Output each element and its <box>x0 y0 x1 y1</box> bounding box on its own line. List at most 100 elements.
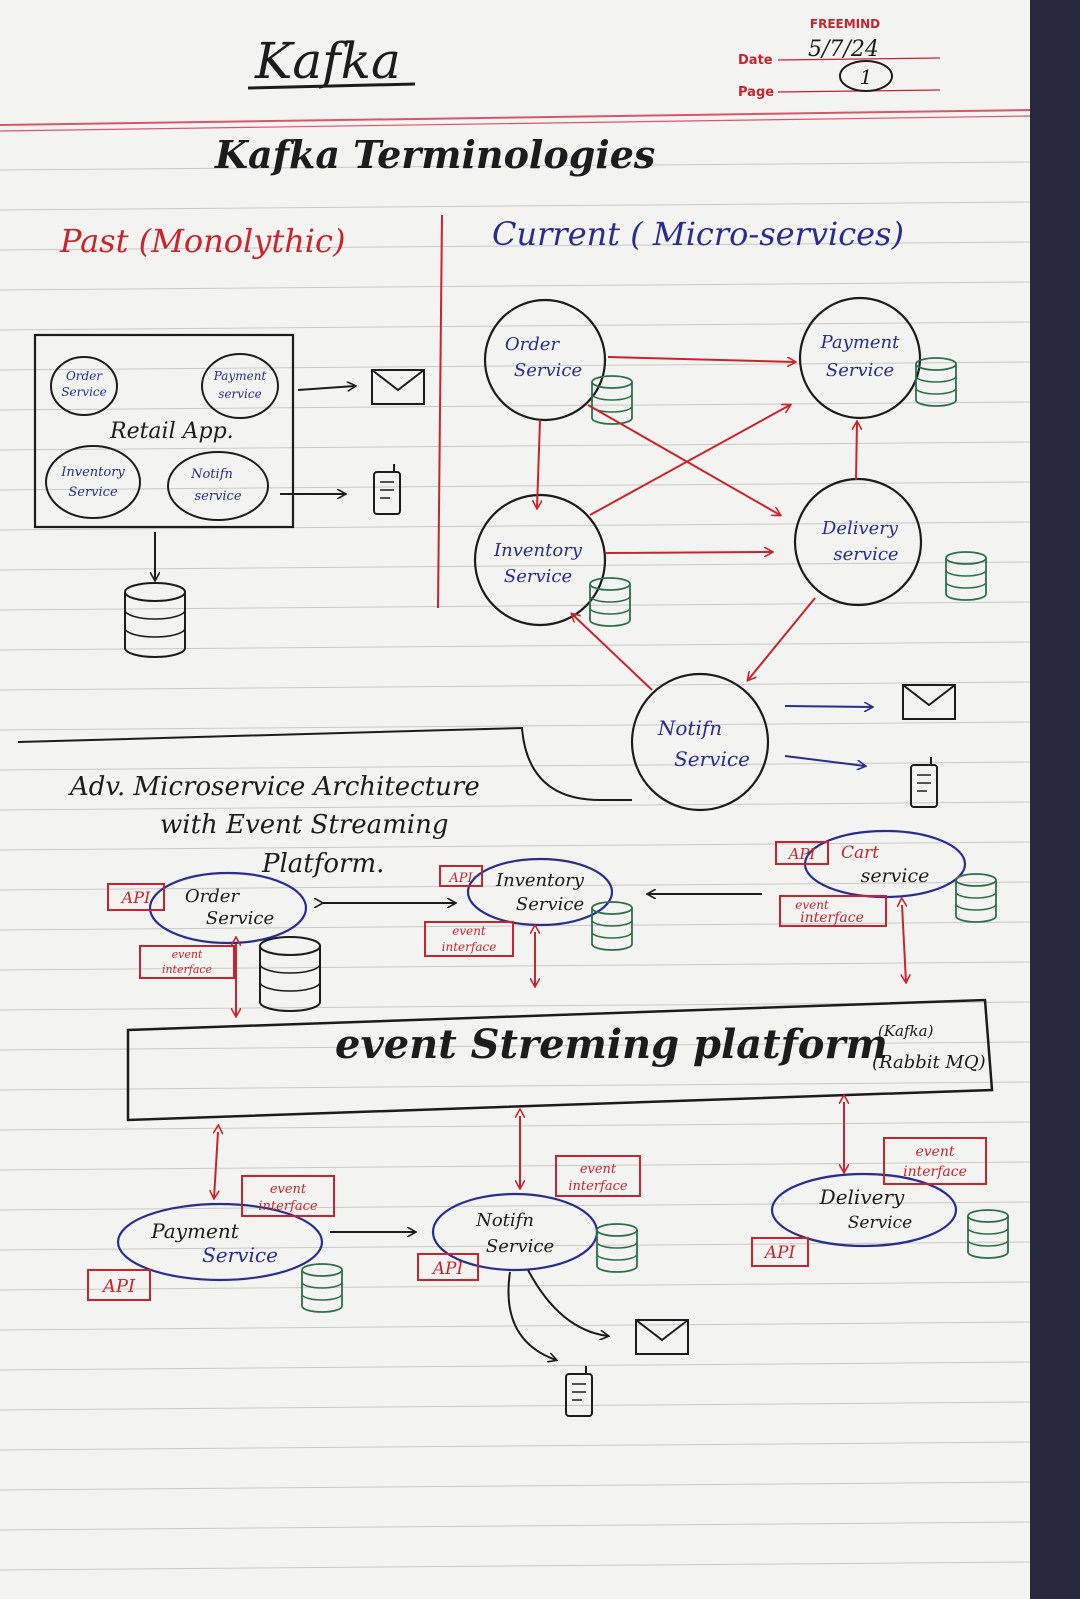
adv-delivery-label: Delivery <box>819 1185 905 1209</box>
mono-payment-label-2: service <box>218 387 261 401</box>
mono-inventory-service <box>45 445 141 519</box>
adv-notification-label-2: Service <box>486 1236 554 1257</box>
header-margin-line-2 <box>0 115 1031 132</box>
ms-delivery-label-2: service <box>833 544 898 565</box>
ms-arrow-order-delivery <box>587 404 780 515</box>
ms-delivery-label: Delivery <box>821 518 899 539</box>
adv-cart-event-label: event <box>795 898 829 912</box>
ruled-line <box>0 1241 1031 1251</box>
adv-cart-api-tag <box>775 841 829 865</box>
adv-order-event-label: event <box>172 948 203 961</box>
ruled-line <box>0 481 1031 491</box>
adv-inventory-event-label: event <box>452 924 486 938</box>
ruled-line <box>0 841 1031 851</box>
mono-payment-label: Payment <box>213 369 267 383</box>
adv-notification-event-tag <box>555 1155 641 1197</box>
ruled-line <box>0 161 1031 171</box>
ms-arrow-inventory-payment <box>589 405 790 516</box>
adv-delivery-api-label: API <box>763 1243 796 1263</box>
adv-notification-event-label-2: interface <box>568 1179 628 1194</box>
mono-order-label-2: Service <box>61 385 107 399</box>
mono-notification-service <box>167 451 269 521</box>
advanced-heading-line2: with Event Streaming <box>160 810 448 840</box>
adv-order-label-2: Service <box>206 908 274 929</box>
mono-order-label: Order <box>66 369 103 383</box>
ruled-line <box>0 1481 1031 1491</box>
page-label: Page <box>738 85 774 100</box>
ms-delivery-service <box>793 477 923 607</box>
ruled-line <box>0 681 1031 691</box>
ms-arrow-inventory-delivery <box>604 552 772 553</box>
event-platform-example-kafka: (Kafka) <box>878 1022 934 1040</box>
adv-inventory-event-label-2: interface <box>442 940 497 954</box>
date-label: Date <box>738 53 773 68</box>
ruled-line <box>0 921 1031 931</box>
adv-order-label: Order <box>185 886 241 907</box>
adv-order-api-tag <box>107 883 165 911</box>
date-value: 5/7/24 <box>808 37 879 62</box>
ruled-line <box>0 1401 1031 1411</box>
adv-payment-api-label: API <box>101 1276 136 1297</box>
adv-payment-event-label-2: interface <box>258 1199 318 1214</box>
ms-payment-label: Payment <box>820 332 901 353</box>
ruled-line <box>0 521 1031 531</box>
adv-notification-api-tag <box>417 1253 479 1281</box>
adv-payment-label-2: Service <box>202 1243 278 1267</box>
ms-notification-label: Notifn <box>657 716 722 740</box>
ms-payment-service <box>798 296 922 420</box>
ms-payment-label-2: Service <box>826 360 894 381</box>
adv-inventory-api-label: API <box>448 871 473 886</box>
page-number-circle <box>839 60 893 92</box>
ms-arrow-notification-inventory <box>572 614 653 691</box>
adv-cart-api-label: API <box>787 845 817 863</box>
adv-notification-event-label: event <box>580 1162 617 1177</box>
adv-delivery-service <box>770 1172 958 1248</box>
advanced-heading-line1: Adv. Microservice Architecture <box>68 772 480 802</box>
ruled-line <box>0 361 1031 371</box>
ruled-line <box>0 1041 1031 1051</box>
microservices-diagram: Order Service Payment Service Inventory … <box>473 296 987 812</box>
ruled-line <box>0 961 1031 971</box>
mono-inventory-label: Inventory <box>60 465 125 480</box>
adv-payment-service <box>116 1202 324 1282</box>
adv-payment-event-tag <box>241 1175 335 1217</box>
ruled-line <box>0 441 1031 451</box>
column-divider <box>437 214 443 609</box>
section-separator <box>17 726 632 801</box>
mono-payment-service <box>201 353 279 419</box>
adv-inventory-label-2: Service <box>516 894 584 915</box>
retail-app-box <box>33 333 295 529</box>
adv-delivery-event-label: event <box>915 1144 954 1160</box>
adv-payment-platform-link <box>214 1132 218 1198</box>
current-heading: Current ( Micro-services) <box>492 215 904 253</box>
ms-arrow-delivery-notification <box>748 597 816 680</box>
ruled-line <box>0 1281 1031 1291</box>
ruled-line <box>0 1521 1031 1531</box>
ruled-line <box>0 641 1031 651</box>
ms-notification-label-2: Service <box>674 747 750 771</box>
mono-notification-label-2: service <box>194 489 241 504</box>
adv-cart-label: Cart <box>841 843 879 863</box>
adv-cart-label-2: service <box>861 865 930 887</box>
ms-inventory-label-2: Service <box>504 566 572 587</box>
page-number: 1 <box>860 65 873 89</box>
event-platform-example-rabbitmq: (Rabbit MQ) <box>872 1052 986 1073</box>
ms-inventory-service <box>473 493 607 627</box>
adv-notification-mail-arrow <box>527 1269 608 1336</box>
page-title: Kafka <box>254 32 401 90</box>
adv-order-event-label-2: interface <box>162 963 213 976</box>
monolith-diagram: Retail App. Order Service Payment servic… <box>33 333 425 658</box>
adv-inventory-api-tag <box>439 865 483 887</box>
adv-delivery-api-tag <box>751 1237 809 1267</box>
ruled-line <box>0 1361 1031 1371</box>
mono-inventory-label-2: Service <box>68 485 118 500</box>
event-platform-box <box>126 998 994 1122</box>
ruled-line <box>0 561 1031 571</box>
ms-inventory-label: Inventory <box>493 540 583 561</box>
advanced-heading-line3: Platform. <box>261 849 384 879</box>
ruled-line <box>0 241 1031 251</box>
ms-order-service <box>483 298 607 422</box>
ruled-line <box>0 1441 1031 1451</box>
adv-inventory-event-tag <box>424 921 514 957</box>
ms-notification-service <box>630 672 770 812</box>
